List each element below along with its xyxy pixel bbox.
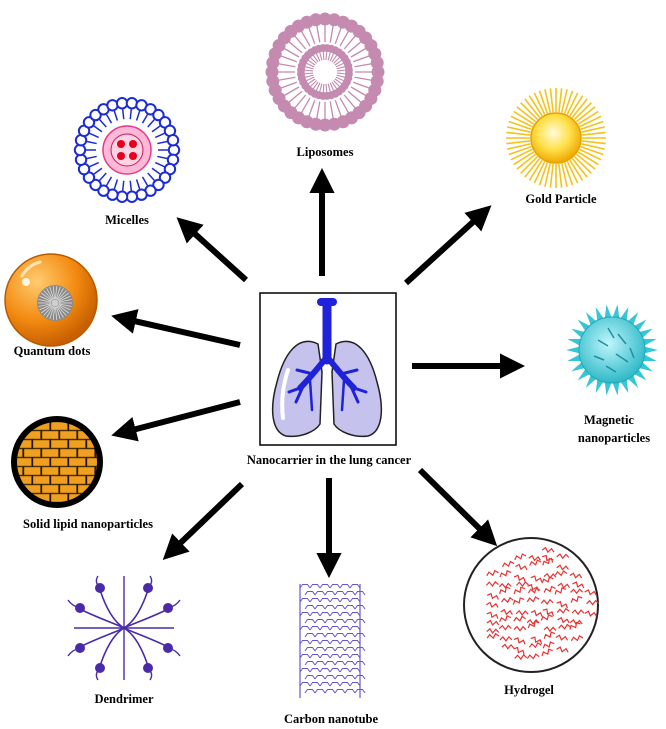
label-magnetic-line2: nanoparticles xyxy=(578,431,650,445)
hydrogel-illustration xyxy=(463,537,600,673)
carbon-nanotube-illustration xyxy=(299,584,366,698)
magnetic-nanoparticle-illustration xyxy=(566,304,658,396)
quantum-dot-illustration xyxy=(4,253,98,347)
label-gold-particle: Gold Particle xyxy=(525,192,597,206)
label-carbon-nanotube: Carbon nanotube xyxy=(284,712,379,726)
arrow-to-hydrogel xyxy=(417,467,498,547)
gold-particle-illustration xyxy=(506,88,606,188)
liposome-illustration xyxy=(265,12,385,132)
label-magnetic-line1: Magnetic xyxy=(584,413,634,427)
label-hydrogel: Hydrogel xyxy=(504,683,554,697)
center-label: Nanocarrier in the lung cancer xyxy=(247,453,412,467)
label-quantum-dots: Quantum dots xyxy=(14,344,91,358)
arrow-to-quantum-dots xyxy=(111,309,241,348)
lung-illustration xyxy=(259,292,397,446)
arrow-to-micelles xyxy=(176,217,249,283)
arrow-to-gold-particle xyxy=(403,205,492,286)
solid-lipid-nanoparticle-illustration xyxy=(11,416,103,508)
label-micelles: Micelles xyxy=(105,213,149,227)
arrow-to-dendrimer xyxy=(162,481,245,560)
arrows xyxy=(111,167,526,579)
lung-highlight xyxy=(280,368,290,420)
label-solid-lipid: Solid lipid nanoparticles xyxy=(23,517,153,531)
micelle-illustration xyxy=(73,97,181,203)
arrow-to-solid-lipid xyxy=(111,399,241,442)
label-dendrimer: Dendrimer xyxy=(94,692,153,706)
trachea xyxy=(287,298,368,412)
label-liposomes: Liposomes xyxy=(297,145,354,159)
dendrimer-illustration xyxy=(67,575,181,681)
